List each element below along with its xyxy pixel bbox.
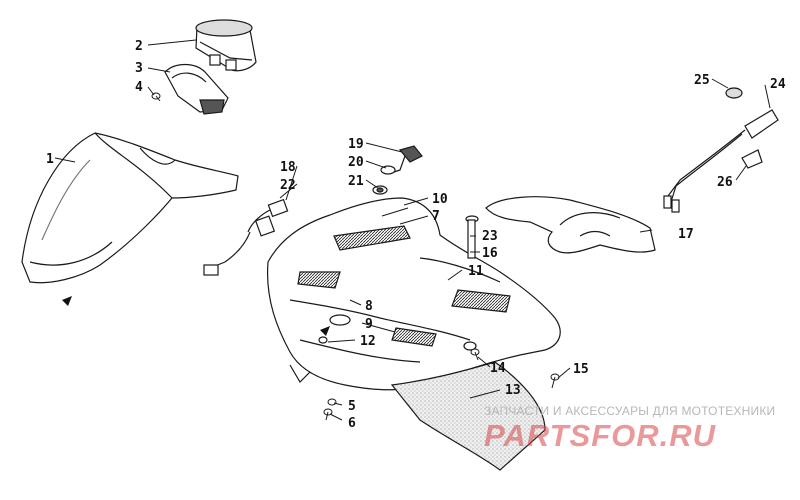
callout-22: 22 bbox=[280, 178, 296, 193]
leader-lines bbox=[54, 39, 771, 421]
callout-5: 5 bbox=[348, 399, 356, 414]
speedometer-part bbox=[195, 19, 257, 72]
callout-6: 6 bbox=[348, 416, 356, 431]
ignition-harness-part bbox=[203, 198, 289, 276]
callout-16: 16 bbox=[482, 246, 498, 261]
front-cowl-part bbox=[21, 132, 239, 284]
callout-17: 17 bbox=[678, 227, 694, 242]
callout-13: 13 bbox=[505, 383, 521, 398]
callout-18: 18 bbox=[280, 160, 296, 175]
gauge-bracket-part bbox=[164, 63, 229, 115]
callout-2: 2 bbox=[135, 39, 143, 54]
callout-9: 9 bbox=[365, 317, 373, 332]
dash-panel-part bbox=[266, 197, 561, 471]
callout-20: 20 bbox=[348, 155, 364, 170]
callout-26: 26 bbox=[717, 175, 733, 190]
callout-8: 8 bbox=[365, 299, 373, 314]
callout-4: 4 bbox=[135, 80, 143, 95]
callout-19: 19 bbox=[348, 137, 364, 152]
callout-7: 7 bbox=[432, 209, 440, 224]
callout-21: 21 bbox=[348, 174, 364, 189]
throttle-cable-part bbox=[663, 87, 779, 213]
callout-11: 11 bbox=[468, 264, 484, 279]
watermark-logo: PARTSFOR.RU bbox=[484, 418, 717, 453]
callout-15: 15 bbox=[573, 362, 589, 377]
callout-10: 10 bbox=[432, 192, 448, 207]
callout-24: 24 bbox=[770, 77, 786, 92]
key-switch-part bbox=[372, 145, 423, 195]
callout-3: 3 bbox=[135, 61, 143, 76]
callout-labels: 1 2 3 4 5 6 7 8 9 10 11 12 13 14 15 16 1… bbox=[46, 39, 786, 431]
callout-12: 12 bbox=[360, 334, 376, 349]
bolt-part-23 bbox=[465, 215, 479, 259]
screw-part-4 bbox=[151, 92, 161, 102]
callout-1: 1 bbox=[46, 152, 54, 167]
watermark-subtitle: ЗАПЧАСТИ И АКСЕССУАРЫ ДЛЯ МОТОТЕХНИКИ bbox=[484, 404, 776, 418]
callout-23: 23 bbox=[482, 229, 498, 244]
callout-14: 14 bbox=[490, 361, 506, 376]
direction-arrows bbox=[62, 296, 330, 336]
callout-25: 25 bbox=[694, 73, 710, 88]
console-panel-part bbox=[485, 196, 656, 254]
